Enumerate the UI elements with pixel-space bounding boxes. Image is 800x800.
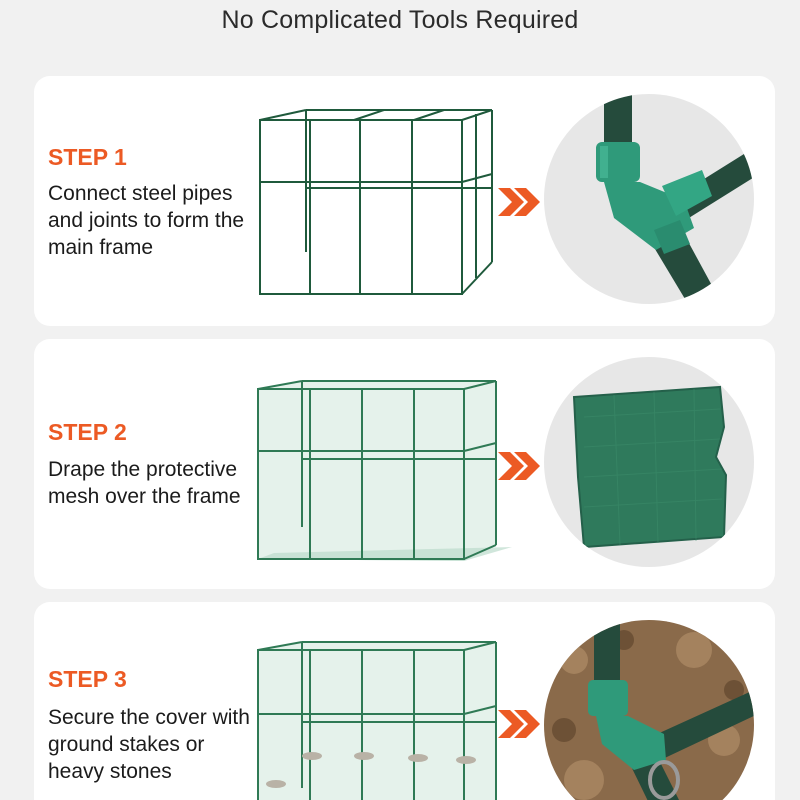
pipe-frame-icon [259, 109, 493, 295]
mesh-fabric-icon [544, 357, 754, 567]
staked-greenhouse-icon [257, 641, 497, 800]
chevron-right-icon [498, 188, 540, 216]
step-card-3: STEP 3 Secure the cover with ground stak… [34, 602, 775, 800]
chevron-right-icon [498, 710, 540, 738]
step-card-2: STEP 2 Drape the protective mesh over th… [34, 339, 775, 589]
chevron-right-icon [498, 452, 540, 480]
step-1-description: Connect steel pipes and joints to form t… [48, 182, 245, 259]
step-2-description: Drape the protective mesh over the frame [48, 458, 241, 508]
step-2-label: STEP 2 [48, 419, 127, 445]
mesh-fabric-detail [544, 357, 754, 567]
ground-stake-icon [544, 620, 754, 800]
page-title: No Complicated Tools Required [221, 6, 579, 34]
step-1-label: STEP 1 [48, 144, 127, 170]
step-card-1: STEP 1 Connect steel pipes and joints to… [34, 76, 775, 326]
pipe-joint-icon [544, 94, 754, 304]
step-3-label: STEP 3 [48, 666, 127, 692]
step-3-description: Secure the cover with ground stakes or h… [48, 706, 250, 783]
pipe-joint-detail [544, 94, 754, 304]
ground-stake-detail [544, 620, 754, 800]
mesh-covered-frame-icon [257, 380, 512, 561]
